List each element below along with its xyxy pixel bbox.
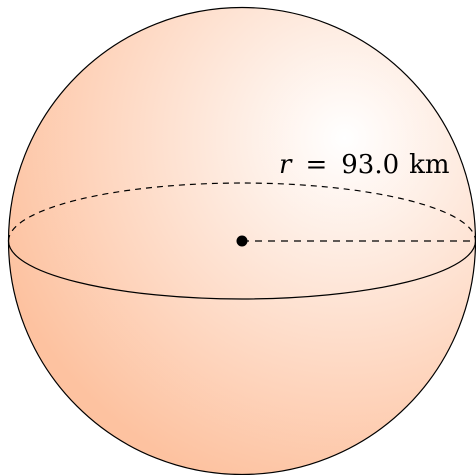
radius-value: 93.0 [341, 150, 399, 180]
radius-label: r = 93.0 km [279, 150, 450, 180]
center-point [236, 235, 248, 247]
radius-unit: km [409, 150, 449, 180]
radius-variable: r [279, 150, 293, 180]
equator-front [7, 240, 476, 300]
radius-equals: = [305, 150, 327, 180]
